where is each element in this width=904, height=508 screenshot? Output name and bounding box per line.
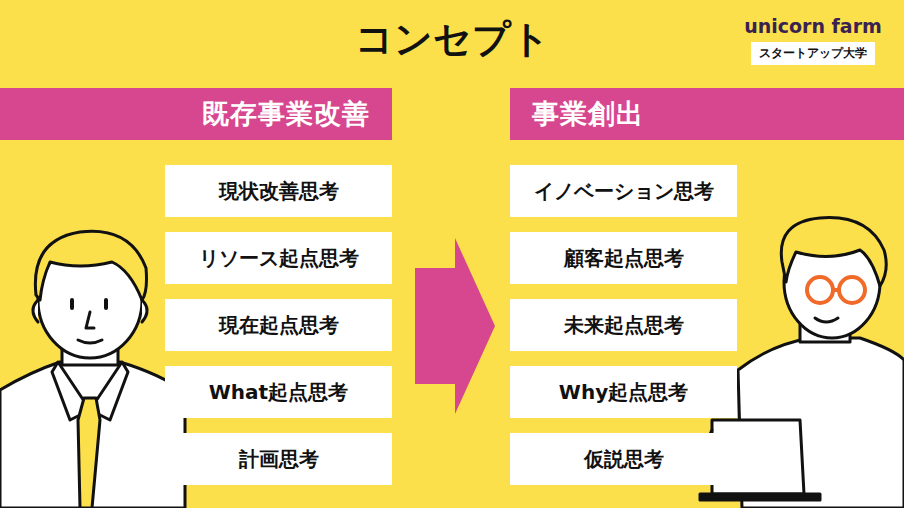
node-label: 既存事業改善 [202, 96, 370, 132]
node-label: 仮説思考 [584, 446, 664, 473]
node-label: 顧客起点思考 [564, 245, 684, 272]
concept-box: What起点思考 [165, 366, 392, 418]
node-label: 現状改善思考 [219, 178, 339, 205]
node-label: Why起点思考 [559, 379, 688, 406]
section-band: 既存事業改善 [0, 88, 392, 140]
concept-box: リソース起点思考 [165, 232, 392, 284]
concept-box: 未来起点思考 [510, 299, 737, 351]
node-label: 事業創出 [532, 96, 644, 132]
brand-logo: unicorn farm スタートアップ大学 [734, 12, 892, 68]
concept-box: 現在起点思考 [165, 299, 392, 351]
concept-box: イノベーション思考 [510, 165, 737, 217]
node-label: イノベーション思考 [534, 178, 714, 205]
node-label: 計画思考 [239, 446, 319, 473]
concept-box: Why起点思考 [510, 366, 737, 418]
node-label: What起点思考 [209, 379, 348, 406]
section-band: 事業創出 [510, 88, 904, 140]
concept-box: 顧客起点思考 [510, 232, 737, 284]
left-person [0, 231, 185, 508]
concept-box: 仮説思考 [510, 433, 737, 485]
concept-box: 現状改善思考 [165, 165, 392, 217]
transition-arrow [415, 238, 495, 414]
node-label: リソース起点思考 [199, 245, 359, 272]
brand-tag: スタートアップ大学 [751, 42, 875, 65]
brand-name: unicorn farm [744, 15, 882, 37]
concept-box: 計画思考 [165, 433, 392, 485]
node-label: 未来起点思考 [564, 312, 684, 339]
node-label: 現在起点思考 [219, 312, 339, 339]
